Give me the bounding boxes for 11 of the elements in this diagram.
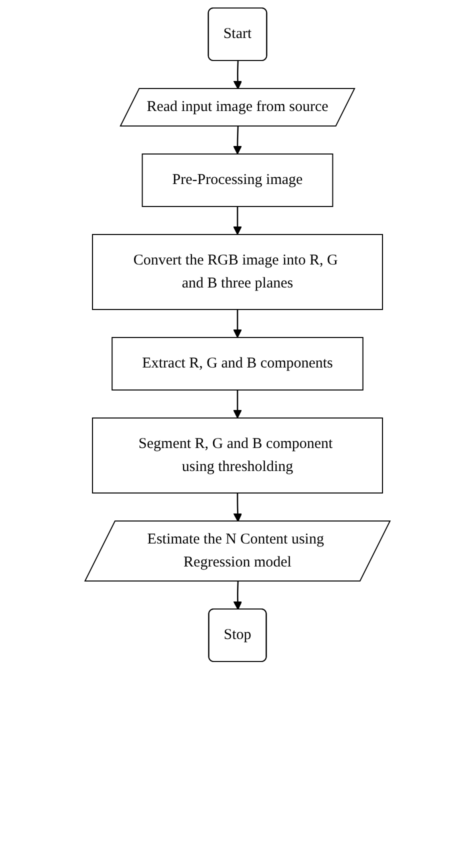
arrow: [233, 206, 242, 235]
node-box: Extract R, G and B components: [112, 337, 364, 390]
arrow: [233, 310, 242, 338]
arrow: [233, 493, 242, 522]
arrow: [233, 126, 242, 154]
arrow: [233, 581, 242, 610]
node-box: Convert the RGB image into R, G and B three planes: [92, 234, 383, 310]
node-box: Pre-Processing image: [142, 154, 334, 207]
arrow: [233, 390, 242, 418]
arrow: [233, 60, 242, 90]
node-box: Segment R, G and B component using thresholding: [92, 418, 383, 494]
